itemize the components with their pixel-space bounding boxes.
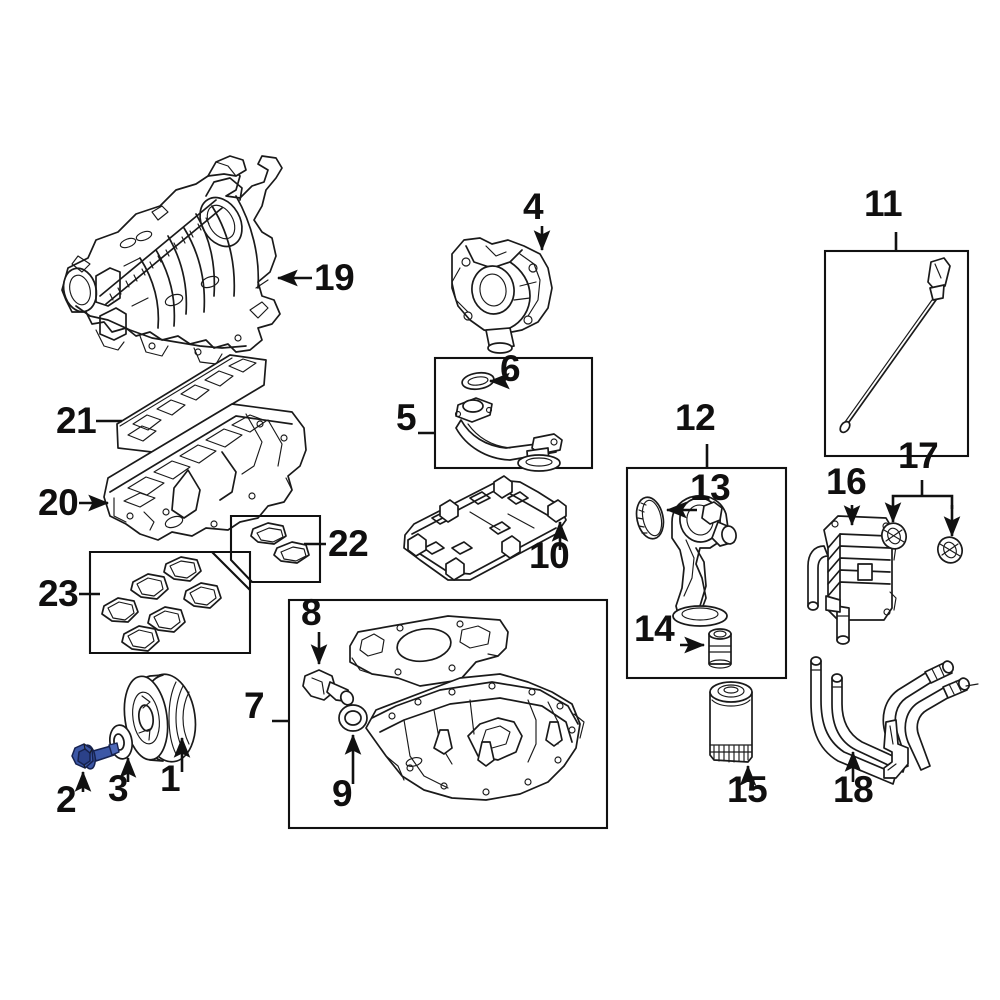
callout-11: 11 <box>864 183 903 224</box>
callout-16: 16 <box>826 461 867 502</box>
callout-19: 19 <box>314 257 355 298</box>
callout-7: 7 <box>244 685 265 726</box>
callout-14: 14 <box>634 608 675 649</box>
part-oil-level-dipstick <box>839 257 951 434</box>
group-boxes <box>287 249 970 830</box>
part-oil-drain-plug-gasket <box>338 704 368 732</box>
callout-12: 12 <box>675 397 716 438</box>
callout-8: 8 <box>301 592 322 633</box>
callout-6: 6 <box>500 348 521 389</box>
callout-5: 5 <box>396 397 417 438</box>
part-filter-housing-seal <box>635 496 665 540</box>
part-lower-intake-manifold <box>103 403 307 541</box>
callout-22: 22 <box>328 523 369 564</box>
part-intake-seal-pair <box>229 514 322 584</box>
callout-18: 18 <box>833 769 874 810</box>
part-pickup-oring <box>461 371 495 391</box>
part-oil-filter-housing <box>635 494 737 669</box>
box-oil-pan-7 <box>287 598 609 830</box>
part-upper-intake-manifold-gasket <box>116 354 267 453</box>
part-oil-filter <box>709 681 753 763</box>
part-filter-housing-insert <box>708 628 732 669</box>
part-engine-oil-cooler <box>807 515 897 645</box>
callout-21: 21 <box>56 400 97 441</box>
callout-2: 2 <box>56 779 77 820</box>
part-crankshaft-pulley-bolt <box>71 742 120 770</box>
callout-15: 15 <box>727 769 768 810</box>
callout-9: 9 <box>332 773 353 814</box>
callout-23: 23 <box>38 573 79 614</box>
callout-1: 1 <box>160 758 181 799</box>
part-upper-intake-manifold <box>61 155 283 365</box>
part-intake-seal-set <box>88 550 252 655</box>
part-oil-cooler-hose-assembly <box>810 656 979 785</box>
callout-17: 17 <box>898 435 939 476</box>
callout-10: 10 <box>529 535 570 576</box>
callout-20: 20 <box>38 482 79 523</box>
part-oil-drain-plug <box>302 669 355 706</box>
callout-13: 13 <box>690 467 731 508</box>
callout-4: 4 <box>523 186 544 227</box>
box-oil-pickup-5 <box>433 356 594 470</box>
part-oil-cooler-seals <box>881 522 963 564</box>
leader-lines <box>74 226 961 792</box>
callout-3: 3 <box>108 768 129 809</box>
part-windage-tray <box>403 475 567 581</box>
part-oil-pump <box>451 237 553 354</box>
part-oil-pan <box>302 615 585 801</box>
